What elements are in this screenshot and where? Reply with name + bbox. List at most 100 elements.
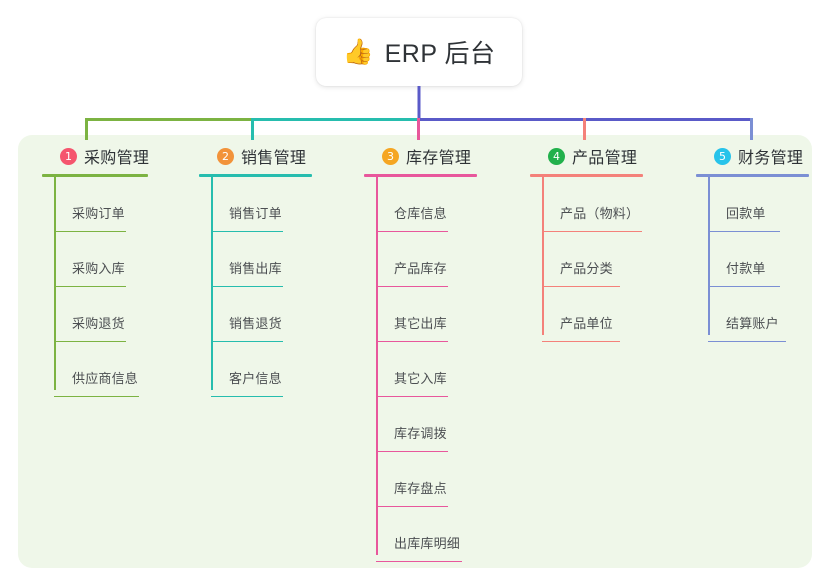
leaf-item-label: 采购订单: [72, 206, 125, 221]
thumbs-up-icon: 👍: [342, 37, 374, 66]
leaf-item[interactable]: 其它入库: [364, 342, 477, 397]
leaf-item-rule: [376, 505, 448, 507]
column-header-3[interactable]: 3 库存管理: [364, 143, 477, 169]
column-rule-4: [530, 174, 643, 177]
leaf-item-label: 结算账户: [726, 316, 779, 331]
column-spine-2: [211, 177, 213, 390]
leaf-item-rule: [376, 395, 448, 397]
column-title-1: 采购管理: [84, 150, 150, 167]
leaf-item-label: 采购退货: [72, 316, 125, 331]
leaf-item[interactable]: 仓库信息: [364, 177, 477, 232]
leaf-item-label: 出库库明细: [394, 536, 461, 551]
leaf-item-rule: [54, 230, 126, 232]
column-spine-3: [376, 177, 378, 555]
column-badge-4: 4: [548, 147, 565, 165]
leaf-item-label: 客户信息: [229, 371, 282, 386]
column-title-2: 销售管理: [241, 150, 307, 167]
column-badge-1: 1: [60, 147, 77, 165]
leaf-item[interactable]: 采购入库: [42, 232, 149, 287]
column-badge-5: 5: [714, 147, 731, 165]
leaf-item-rule: [708, 285, 780, 287]
root-node-label: ERP 后台: [384, 40, 496, 68]
leaf-item-label: 产品库存: [394, 261, 447, 276]
column-items-2: 销售订单销售出库销售退货客户信息: [199, 177, 312, 397]
column-items-1: 采购订单采购入库采购退货供应商信息: [42, 177, 149, 397]
column-rule-1: [42, 174, 148, 177]
leaf-item[interactable]: 供应商信息: [42, 342, 149, 397]
column-header-5[interactable]: 5 财务管理: [696, 143, 809, 169]
leaf-item-rule: [376, 285, 448, 287]
column-badge-3: 3: [382, 147, 399, 165]
leaf-item[interactable]: 销售出库: [199, 232, 312, 287]
leaf-item-label: 付款单: [726, 261, 766, 276]
column-spine-5: [708, 177, 710, 335]
leaf-item-label: 仓库信息: [394, 206, 447, 221]
leaf-item-rule: [211, 340, 283, 342]
leaf-item-label: 库存盘点: [394, 481, 447, 496]
leaf-item[interactable]: 客户信息: [199, 342, 312, 397]
column-title-3: 库存管理: [406, 150, 472, 167]
column-header-1[interactable]: 1 采购管理: [42, 143, 149, 169]
leaf-item-rule: [376, 450, 448, 452]
leaf-item-label: 产品分类: [560, 261, 613, 276]
leaf-item[interactable]: 付款单: [696, 232, 809, 287]
leaf-item-label: 供应商信息: [72, 371, 139, 386]
leaf-item[interactable]: 产品单位: [530, 287, 643, 342]
column-items-4: 产品（物料） 产品分类产品单位: [530, 177, 643, 342]
column-badge-2: 2: [217, 147, 234, 165]
leaf-item[interactable]: 产品分类: [530, 232, 643, 287]
leaf-item-rule: [211, 285, 283, 287]
leaf-item-label: 采购入库: [72, 261, 125, 276]
column-rule-3: [364, 174, 477, 177]
leaf-item-rule: [542, 340, 620, 342]
leaf-item[interactable]: 销售退货: [199, 287, 312, 342]
leaf-item-rule: [211, 230, 283, 232]
leaf-item[interactable]: 采购订单: [42, 177, 149, 232]
diagram-canvas: [18, 135, 812, 568]
leaf-item[interactable]: 结算账户: [696, 287, 809, 342]
leaf-item[interactable]: 出库库明细: [364, 507, 477, 562]
leaf-item-rule: [376, 340, 448, 342]
column-1: 1 采购管理采购订单采购入库采购退货供应商信息: [42, 143, 149, 397]
leaf-item[interactable]: 采购退货: [42, 287, 149, 342]
leaf-item-label: 销售出库: [229, 261, 282, 276]
leaf-item[interactable]: 库存盘点: [364, 452, 477, 507]
column-5: 5 财务管理回款单付款单结算账户: [696, 143, 809, 342]
leaf-item-label: 库存调拨: [394, 426, 447, 441]
column-items-3: 仓库信息产品库存其它出库其它入库库存调拨库存盘点出库库明细: [364, 177, 477, 562]
leaf-item[interactable]: 库存调拨: [364, 397, 477, 452]
column-items-5: 回款单付款单结算账户: [696, 177, 809, 342]
leaf-item-rule: [54, 285, 126, 287]
leaf-item-label: 回款单: [726, 206, 766, 221]
leaf-item-label: 产品单位: [560, 316, 613, 331]
leaf-item-rule: [708, 230, 780, 232]
leaf-item-rule: [542, 230, 642, 232]
column-title-5: 财务管理: [738, 150, 804, 167]
column-spine-4: [542, 177, 544, 335]
leaf-item[interactable]: 其它出库: [364, 287, 477, 342]
leaf-item[interactable]: 销售订单: [199, 177, 312, 232]
leaf-item-label: 产品（物料）: [560, 206, 640, 221]
leaf-item-rule: [211, 395, 283, 397]
column-3: 3 库存管理仓库信息产品库存其它出库其它入库库存调拨库存盘点出库库明细: [364, 143, 477, 562]
column-rule-5: [696, 174, 809, 177]
leaf-item[interactable]: 产品（物料）: [530, 177, 643, 232]
leaf-item-rule: [708, 340, 786, 342]
leaf-item[interactable]: 回款单: [696, 177, 809, 232]
leaf-item-rule: [376, 230, 448, 232]
leaf-item-rule: [54, 340, 126, 342]
leaf-item-label: 其它出库: [394, 316, 447, 331]
leaf-item-rule: [376, 560, 462, 562]
leaf-item[interactable]: 产品库存: [364, 232, 477, 287]
leaf-item-rule: [54, 395, 139, 397]
column-2: 2 销售管理销售订单销售出库销售退货客户信息: [199, 143, 312, 397]
root-node[interactable]: 👍 ERP 后台: [316, 18, 522, 86]
leaf-item-label: 销售退货: [229, 316, 282, 331]
leaf-item-label: 销售订单: [229, 206, 282, 221]
column-header-2[interactable]: 2 销售管理: [199, 143, 312, 169]
column-rule-2: [199, 174, 312, 177]
leaf-item-label: 其它入库: [394, 371, 447, 386]
leaf-item-rule: [542, 285, 620, 287]
